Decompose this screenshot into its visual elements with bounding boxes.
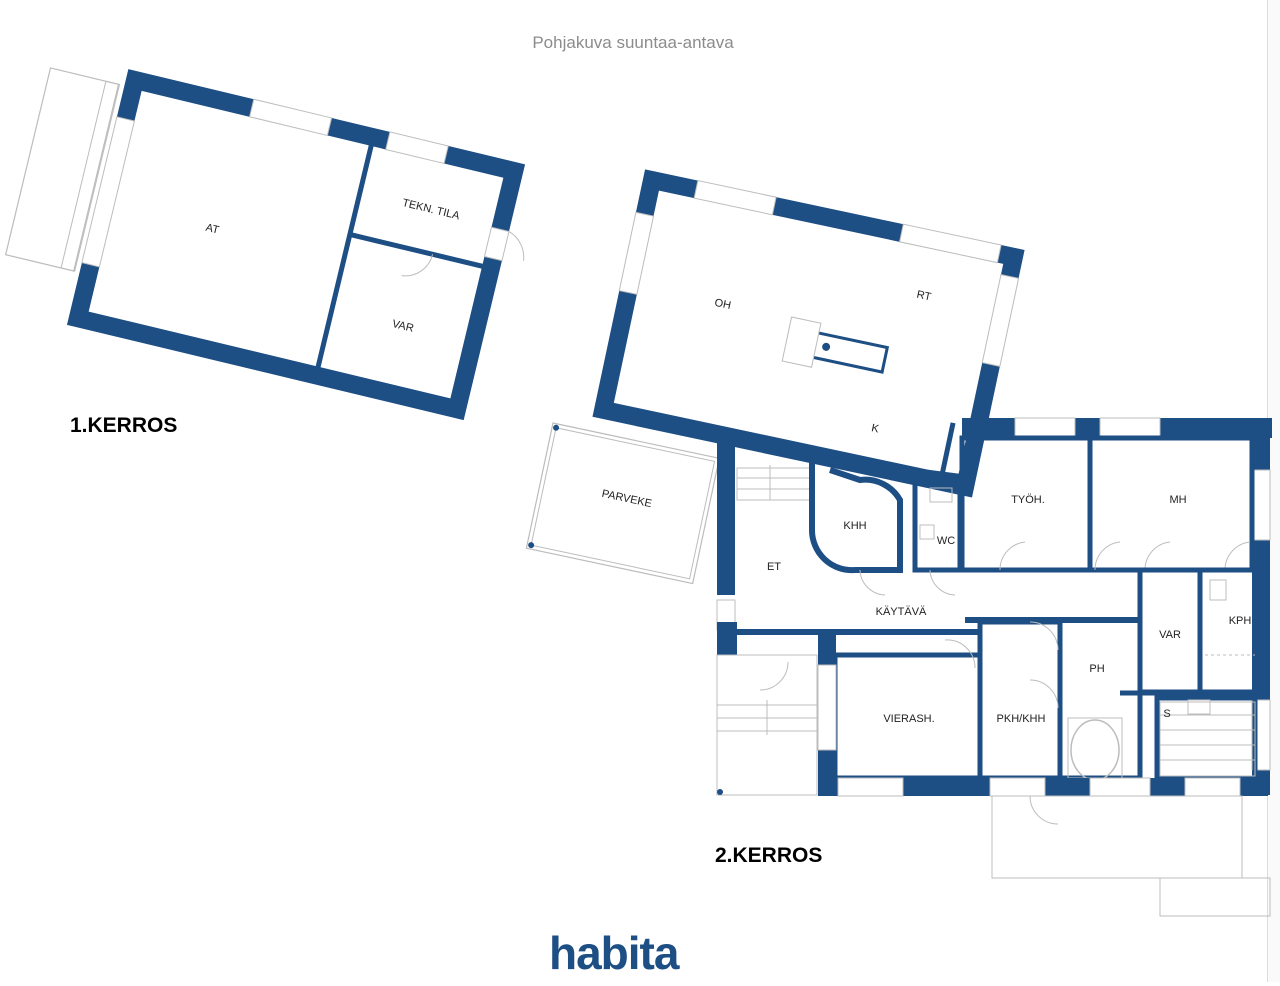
wall (717, 622, 737, 655)
floor-2-lower-plan: KHH WC TYÖH. MH ET KÄYTÄVÄ VAR KPH PH S … (716, 417, 1272, 917)
toilet-icon (1209, 579, 1227, 601)
room-kaytava: KÄYTÄVÄ (876, 606, 927, 618)
window (1184, 777, 1241, 797)
window (693, 179, 777, 216)
interior-wall (349, 232, 492, 271)
window (817, 664, 837, 751)
window (385, 131, 449, 165)
room-vierash: VIERASH. (883, 713, 934, 725)
room-mh: MH (1169, 494, 1186, 506)
window (1014, 417, 1076, 439)
room-var-1: VAR (391, 318, 415, 335)
door-swing (1029, 679, 1059, 709)
terrace-outline (4, 67, 120, 272)
window (1251, 469, 1271, 541)
room-tyoh: TYÖH. (1011, 494, 1045, 506)
room-k: K (870, 422, 880, 435)
door-swing (859, 569, 886, 596)
room-parveke: PARVEKE (601, 488, 653, 510)
floor-2-upper-plan: OH RT K (592, 169, 1025, 498)
toilet-icon (929, 487, 953, 503)
window (1099, 417, 1161, 439)
post-icon (553, 424, 560, 431)
entry-stairs (716, 654, 818, 796)
ph-wall (1057, 617, 1143, 781)
floor-2-title: 2.KERROS (715, 844, 823, 867)
post-icon (528, 542, 535, 549)
window (898, 223, 1002, 264)
floor-1-title: 1.KERROS (70, 414, 178, 437)
room-rt: RT (915, 289, 932, 304)
room-at: AT (204, 222, 220, 237)
window (248, 98, 333, 137)
room-ph: PH (1089, 663, 1104, 675)
kph-wall (1197, 567, 1258, 695)
wall (807, 454, 966, 482)
disclaimer-note: Pohjakuva suuntaa-antava (532, 33, 734, 52)
wall (717, 440, 735, 595)
window (981, 274, 1020, 367)
room-pkh-khh: PKH/KHH (997, 713, 1046, 725)
window (837, 777, 904, 797)
sauna-wall (1154, 695, 1258, 781)
floor-1-plan: AT TEKN. TILA VAR (4, 67, 526, 421)
door-swing (508, 231, 525, 261)
door-opening (989, 777, 1046, 797)
door-swing (1144, 541, 1171, 571)
door-swing (1094, 541, 1121, 571)
khh-wall (808, 455, 903, 574)
terrace-edge (60, 80, 121, 272)
room-khh: KHH (843, 520, 866, 532)
door-opening (483, 226, 510, 262)
sauna-bench (1159, 699, 1256, 777)
stairs (736, 465, 813, 501)
room-s: S (1163, 708, 1170, 720)
washbasin-icon (919, 524, 935, 540)
door-swing (944, 639, 976, 669)
balcony-inner (530, 427, 716, 580)
door-swing (1029, 621, 1059, 651)
door-swing (1224, 541, 1251, 571)
kitchen-counter (781, 316, 822, 368)
pkh-khh-wall (977, 619, 1063, 781)
interior-wall (313, 136, 376, 377)
sink-icon (822, 342, 831, 351)
window (618, 211, 655, 295)
door-swing (401, 254, 434, 277)
balcony: PARVEKE (525, 422, 720, 585)
terrace-lower (991, 795, 1271, 917)
room-wc: WC (937, 535, 955, 547)
room-tekn-tila: TEKN. TILA (401, 197, 461, 222)
door-swing (999, 541, 1026, 571)
room-et: ET (767, 561, 781, 573)
room-oh: OH (713, 297, 732, 312)
window (1089, 777, 1151, 797)
living-outer-wall (592, 169, 1025, 498)
room-var-2: VAR (1159, 629, 1181, 641)
habita-logo: habita (549, 927, 679, 979)
bathtub-icon (1070, 719, 1120, 781)
window (81, 116, 136, 268)
kitchen-island (806, 330, 890, 374)
floor-1-outer-wall (66, 69, 526, 421)
door-swing (929, 569, 956, 596)
balcony-outline (525, 422, 720, 585)
room-kph: KPH (1229, 615, 1252, 627)
